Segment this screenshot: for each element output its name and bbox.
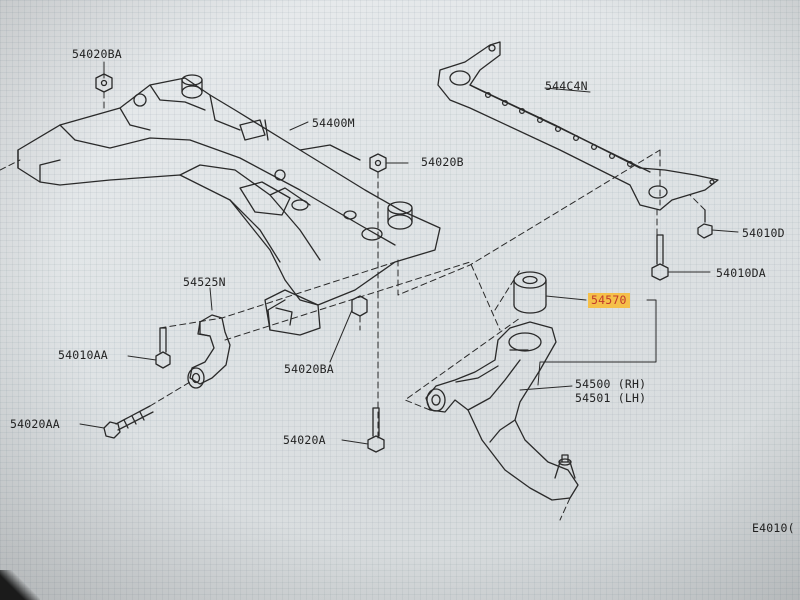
bushing-54570 [513, 271, 547, 314]
label-54501-lh: 54501 (LH) [575, 391, 647, 405]
label-54020a: 54020A [283, 433, 326, 447]
rear-stay [437, 41, 719, 211]
label-54570-highlighted: 54570 [588, 293, 630, 308]
figure-code: E4010( [752, 521, 795, 535]
label-54020b: 54020B [421, 155, 464, 169]
leader-lines [79, 61, 739, 445]
label-54020ba-top: 54020BA [72, 47, 122, 61]
label-544c4n: 544C4N [545, 79, 588, 93]
label-54010d: 54010D [742, 226, 785, 240]
monitor-bezel-corner [0, 570, 40, 600]
dashed-assembly-lines [0, 91, 706, 521]
label-54525n: 54525N [183, 275, 226, 289]
label-54500-rh: 54500 (RH) [575, 377, 647, 391]
label-54020aa: 54020AA [10, 417, 60, 431]
label-54010da: 54010DA [716, 266, 766, 280]
label-54020ba-mid: 54020BA [284, 362, 334, 376]
front-subframe [17, 74, 441, 336]
lower-control-arm [425, 321, 579, 501]
label-54400m: 54400M [312, 116, 355, 130]
bracket-54525n [187, 314, 231, 389]
label-54010aa: 54010AA [58, 348, 108, 362]
